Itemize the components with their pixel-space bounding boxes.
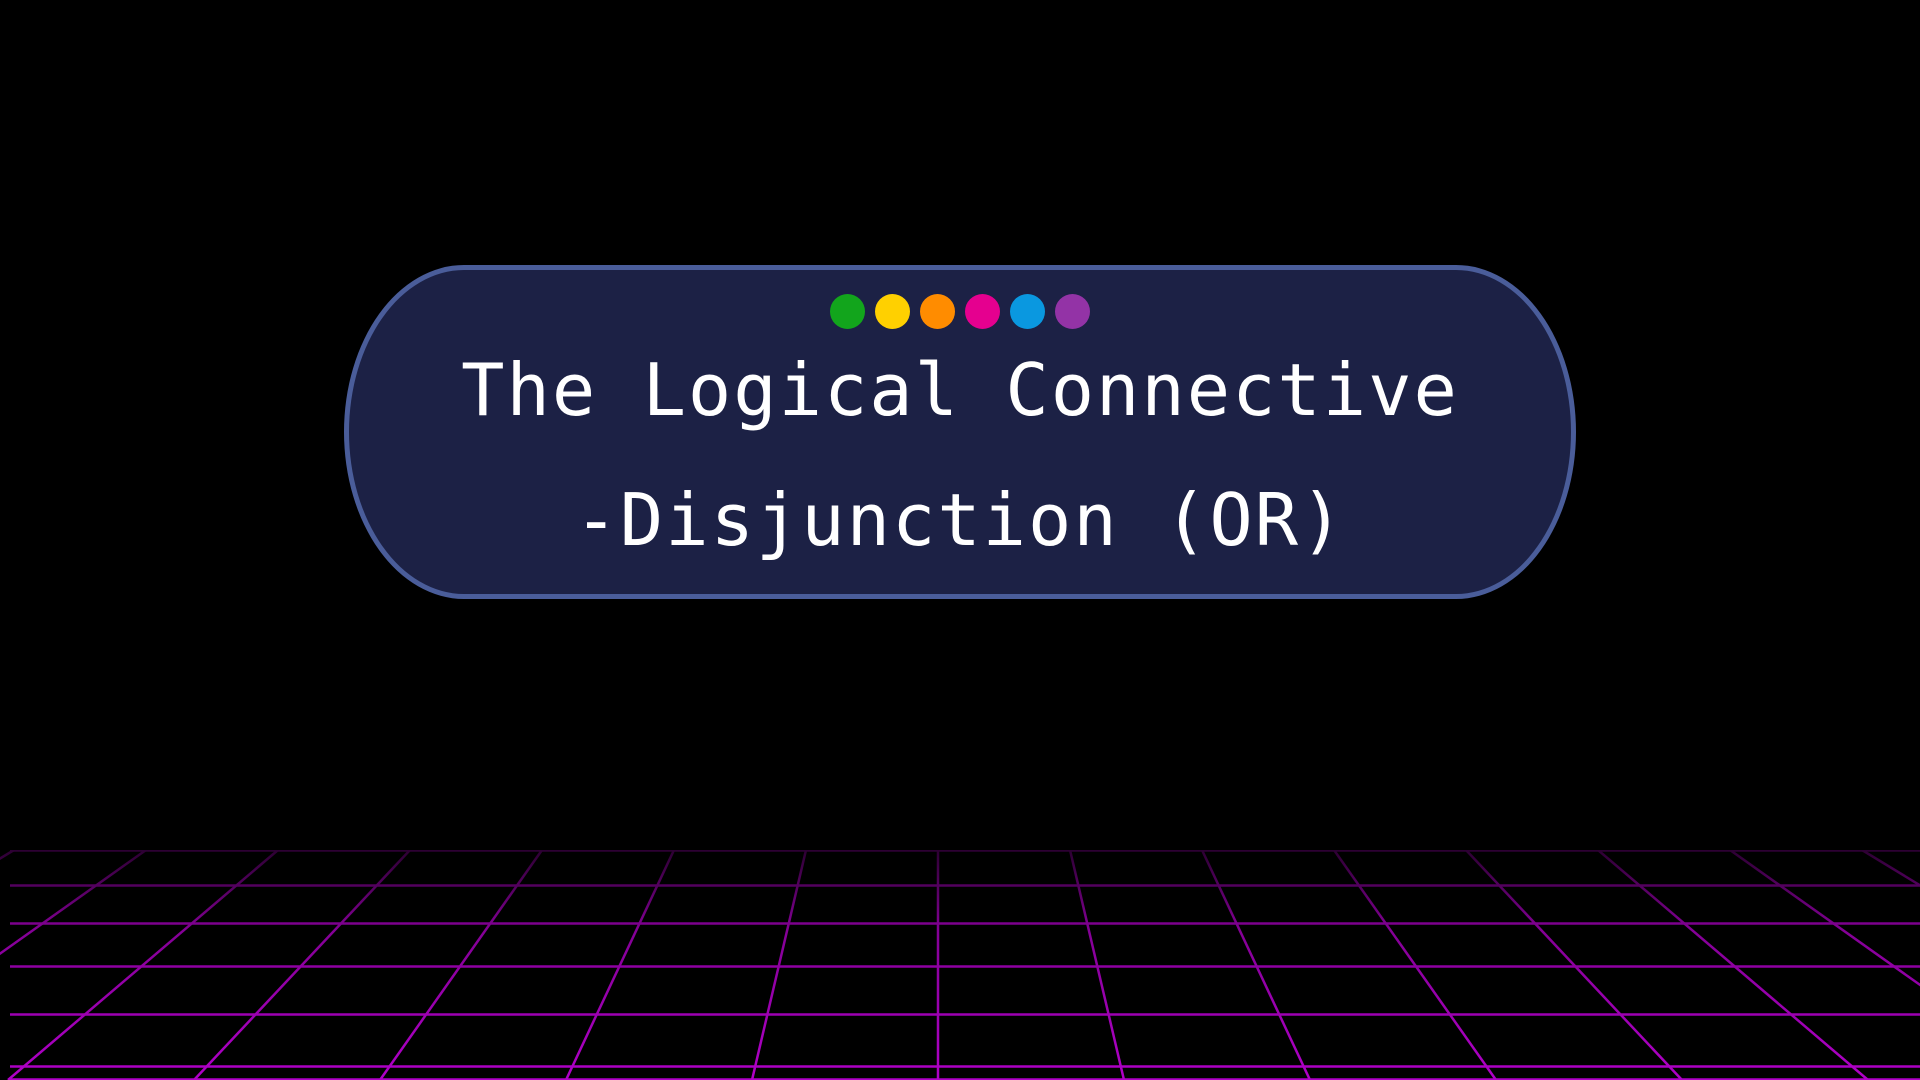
dot-orange bbox=[920, 294, 955, 329]
title-line-1: The Logical Connective bbox=[461, 348, 1459, 432]
dot-blue bbox=[1010, 294, 1045, 329]
title-line-2: -Disjunction (OR) bbox=[574, 478, 1346, 562]
dot-pink bbox=[965, 294, 1000, 329]
dot-green bbox=[830, 294, 865, 329]
color-dots bbox=[0, 294, 1920, 329]
perspective-grid bbox=[0, 850, 1920, 1080]
dot-purple bbox=[1055, 294, 1090, 329]
dot-yellow bbox=[875, 294, 910, 329]
title-pill bbox=[344, 265, 1576, 599]
